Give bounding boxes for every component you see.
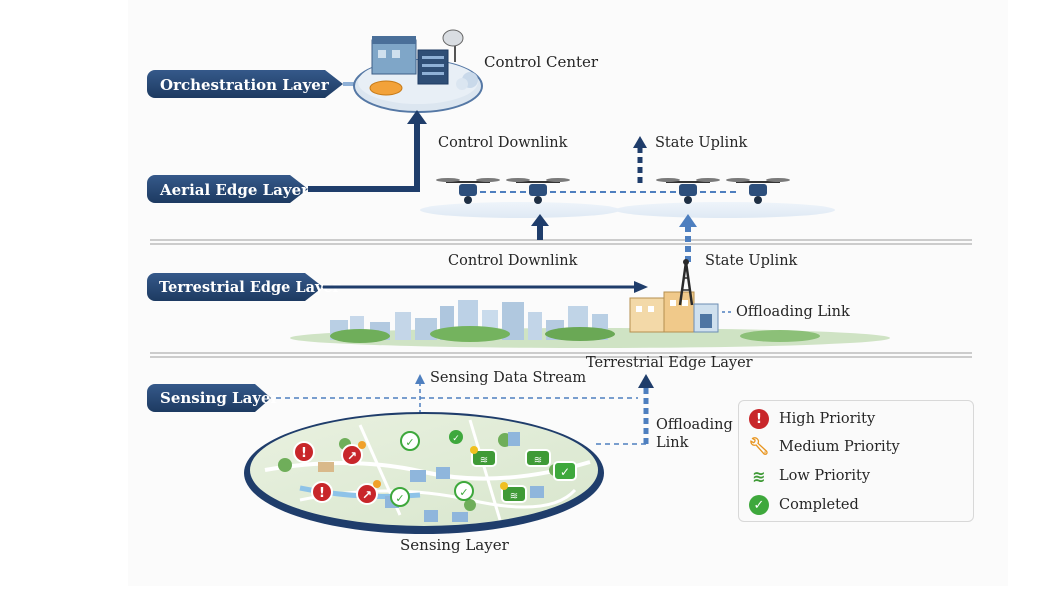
orchestration-layer-label: Orchestration Layer: [160, 76, 330, 94]
legend-label-low: Low Priority: [779, 468, 871, 484]
wifi-icon: ≋: [500, 482, 527, 503]
legend-label-medium: Medium Priority: [779, 439, 900, 455]
aerial-clouds: [420, 202, 835, 218]
legend-label-completed: Completed: [779, 497, 859, 513]
wrench-icon: ↗: [356, 480, 381, 505]
wrench-icon: 🔧︎: [748, 437, 770, 457]
legend-item-low: ≋ Low Priority: [749, 464, 870, 488]
sensing-data-stream-arrow: [276, 374, 638, 414]
state-uplink-top-arrow: [633, 136, 647, 183]
svg-text:↗: ↗: [347, 449, 357, 463]
control-center-label: Control Center: [484, 53, 599, 71]
svg-text:✓: ✓: [452, 434, 460, 444]
offloading-link-low-label: Offloading: [656, 417, 733, 433]
terrestrial-edge-caption: Terrestrial Edge Layer: [586, 355, 753, 371]
state-uplink-mid-label: State Uplink: [705, 253, 798, 269]
layer-pill-aerial: Aerial Edge Layer: [147, 175, 310, 203]
layer-pill-orchestration: Orchestration Layer: [147, 70, 360, 98]
layer-pill-terrestrial: Terrestrial Edge Layer: [147, 273, 341, 301]
drone-icon: [726, 178, 790, 204]
city-skyline: [290, 300, 890, 348]
sensing-map: [244, 412, 604, 534]
check-icon: ✓: [749, 495, 769, 515]
check-icon: ✓: [454, 481, 474, 501]
svg-text:✓: ✓: [405, 436, 414, 449]
svg-text:≋: ≋: [480, 455, 488, 466]
sensing-layer-label: Sensing Layer: [160, 389, 280, 407]
control-center-illustration: [353, 29, 483, 113]
terrestrial-layer-label: Terrestrial Edge Layer: [159, 279, 341, 296]
aerial-layer-label: Aerial Edge Layer: [159, 181, 310, 199]
control-downlink-arrow: [531, 214, 549, 240]
offloading-link-low-label-2: Link: [656, 435, 689, 451]
cell-tower-icon: [678, 259, 694, 306]
edge-server-buildings: [629, 291, 719, 333]
legend-item-high: ! High Priority: [749, 407, 875, 431]
alert-icon: !: [293, 441, 315, 463]
legend-item-medium: 🔧︎ Medium Priority: [748, 435, 900, 459]
check-icon: ✓: [449, 430, 463, 444]
svg-text:≋: ≋: [534, 455, 542, 466]
drone-icon: [436, 178, 500, 204]
offloading-link-mid-label: Offloading Link: [736, 304, 850, 320]
alert-icon: !: [749, 409, 769, 429]
layer-separators: [150, 239, 972, 358]
wifi-icon: ≋: [752, 466, 766, 486]
svg-text:!: !: [301, 446, 307, 461]
control-downlink-top-label: Control Downlink: [438, 135, 568, 151]
offloading-link-low-arrow: [596, 374, 654, 445]
control-uplink-arrow: [308, 110, 427, 192]
wifi-icon: ≋: [470, 446, 497, 467]
check-icon: ✓: [390, 487, 410, 507]
sensing-layer-caption: Sensing Layer: [400, 536, 510, 554]
check-icon: ✓: [400, 431, 420, 451]
layer-pill-sensing: Sensing Layer: [147, 384, 280, 412]
svg-text:✓: ✓: [560, 465, 570, 479]
drone-icon: [656, 178, 720, 204]
svg-text:≋: ≋: [510, 491, 518, 502]
sensing-data-stream-label: Sensing Data Stream: [430, 370, 586, 386]
svg-text:!: !: [319, 486, 325, 501]
priority-legend: ! High Priority 🔧︎ Medium Priority ≋ Low…: [738, 400, 974, 522]
state-uplink-arrow: [679, 214, 697, 262]
svg-text:✓: ✓: [395, 492, 404, 505]
legend-label-high: High Priority: [779, 411, 876, 427]
svg-text:✓: ✓: [459, 486, 468, 499]
wrench-icon: ↗: [341, 441, 366, 466]
terrestrial-arrow: [323, 281, 648, 293]
legend-item-completed: ✓ Completed: [749, 493, 859, 517]
wifi-icon: ≋: [525, 449, 551, 467]
svg-text:↗: ↗: [362, 488, 372, 502]
control-downlink-mid-label: Control Downlink: [448, 253, 578, 269]
state-uplink-top-label: State Uplink: [655, 135, 748, 151]
check-icon: ✓: [553, 461, 577, 481]
drone-icon: [506, 178, 570, 204]
alert-icon: !: [311, 481, 333, 503]
